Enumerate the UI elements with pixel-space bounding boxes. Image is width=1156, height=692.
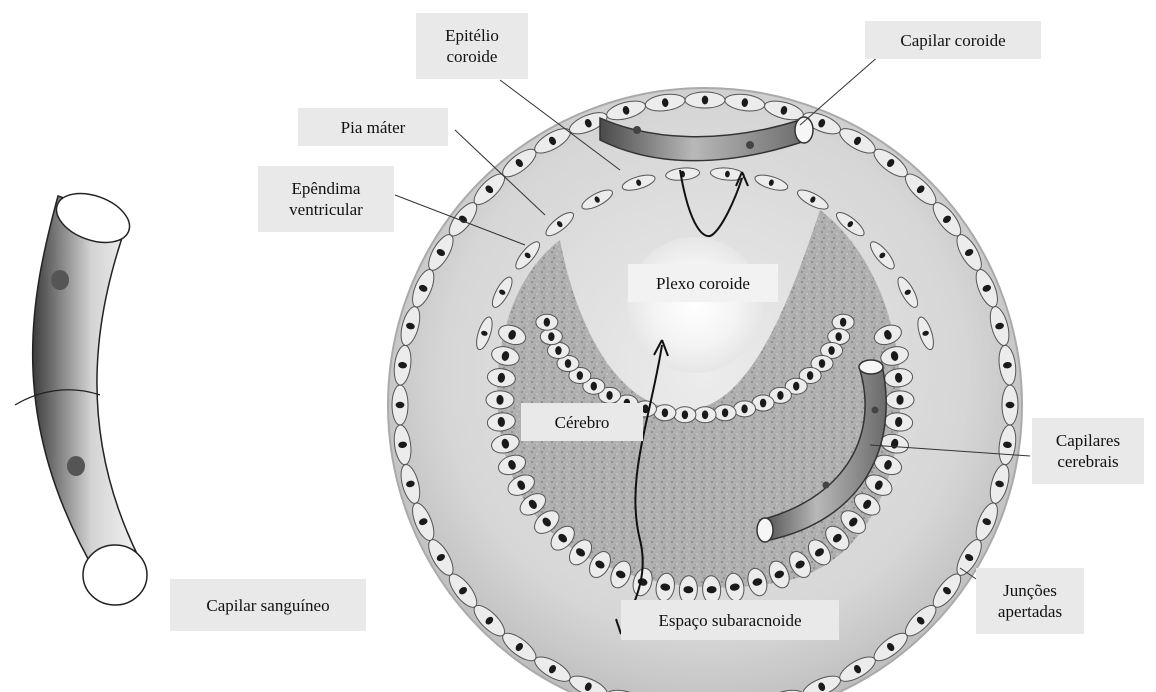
label-capilar-coroide: Capilar coroide — [865, 21, 1041, 59]
ventricle-wall-cell-nucleus — [606, 391, 612, 400]
ventricle-wall-cell-nucleus — [777, 391, 783, 400]
label-capilares-cerebrais: Capilares cerebrais — [1032, 418, 1144, 484]
cerebral-capillary-nucleus — [872, 407, 879, 414]
ependyma-cell-nucleus — [896, 395, 903, 405]
cerebral-capillary-opening — [859, 360, 883, 374]
ventricle-wall-cell-nucleus — [819, 359, 825, 368]
ependyma-cell-nucleus — [496, 395, 503, 405]
tight-junction-cell-nucleus — [396, 402, 405, 408]
ventricle-wall-cell-nucleus — [544, 318, 550, 327]
ventricle-wall-cell-nucleus — [577, 371, 583, 380]
label-pia-mater: Pia máter — [298, 108, 448, 146]
label-cerebro: Cérebro — [521, 403, 643, 441]
label-espaco-subaracnoide: Espaço subaracnoide — [621, 600, 839, 640]
ventricle-wall-cell-nucleus — [555, 346, 561, 355]
ventricle-wall-cell-nucleus — [760, 399, 766, 408]
tight-junction-cell-nucleus — [702, 96, 708, 105]
cerebral-capillary-nucleus — [823, 482, 830, 489]
blood-capillary-opening-bottom — [83, 545, 147, 605]
ventricle-wall-cell-nucleus — [662, 408, 668, 417]
label-capilar-sanguineo: Capilar sanguíneo — [170, 579, 366, 631]
choroid-capillary-nucleus — [633, 126, 641, 134]
ventricle-wall-cell-nucleus — [565, 359, 571, 368]
ventricle-wall-cell-nucleus — [591, 382, 597, 391]
ventricle-wall-cell-nucleus — [548, 332, 554, 341]
choroid-capillary-nucleus — [746, 141, 754, 149]
label-plexo-coroide: Plexo coroide — [628, 264, 778, 302]
cerebral-capillary-opening — [757, 518, 773, 542]
ventricle-wall-cell-nucleus — [840, 318, 846, 327]
blood-capillary-nucleus — [51, 270, 69, 290]
tight-junction-cell-nucleus — [1006, 402, 1015, 408]
ventricle-wall-cell-nucleus — [828, 346, 834, 355]
label-juncoes-apertadas: Junções apertadas — [976, 568, 1084, 634]
blood-capillary-nucleus — [67, 456, 85, 476]
ventricle-wall-cell-nucleus — [807, 371, 813, 380]
ventricle-wall-cell-nucleus — [793, 382, 799, 391]
leader-capilar-coroide — [800, 55, 880, 125]
ventricle-wall-cell-nucleus — [702, 410, 708, 419]
ventricle-wall-cell-nucleus — [835, 332, 841, 341]
blood-capillary — [33, 196, 140, 580]
label-epitelio-coroide: Epitélio coroide — [416, 13, 528, 79]
label-ependima-ventricular: Epêndima ventricular — [258, 166, 394, 232]
ventricle-glow — [627, 237, 763, 373]
ventricle-wall-cell-nucleus — [741, 404, 747, 413]
ventricle-wall-cell-nucleus — [722, 408, 728, 417]
ventricle-wall-cell-nucleus — [682, 410, 688, 419]
